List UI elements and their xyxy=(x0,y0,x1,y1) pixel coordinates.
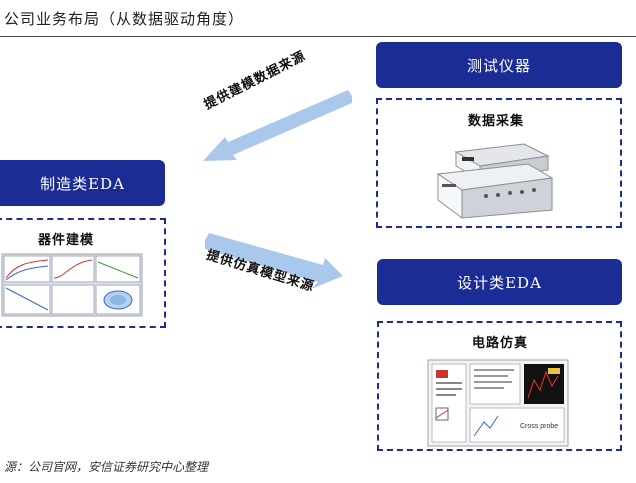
cross-probe-caption: Cross probe xyxy=(520,423,558,430)
test-instrument-header: 测试仪器 xyxy=(376,42,622,88)
source-note: 源：公司官网，安信证券研究中心整理 xyxy=(4,460,209,474)
page-title: 公司业务布局（从数据驱动角度） xyxy=(4,10,245,28)
device-modeling-label: 器件建模 xyxy=(38,233,95,248)
manufacturing-eda-label: 制造类EDA xyxy=(40,174,125,193)
instrument-image xyxy=(436,143,554,219)
circuit-simulation-box xyxy=(377,321,622,451)
data-collection-label: 数据采集 xyxy=(468,114,525,129)
data-collection-box xyxy=(376,98,622,228)
manufacturing-eda-header: 制造类EDA xyxy=(0,160,165,206)
modeling-screenshot xyxy=(1,253,143,317)
simulation-screenshot: Cross probe xyxy=(427,359,569,447)
test-instrument-label: 测试仪器 xyxy=(466,56,531,75)
device-modeling-box xyxy=(0,218,166,328)
title-divider xyxy=(0,36,636,37)
design-eda-label: 设计类EDA xyxy=(457,273,542,292)
design-eda-header: 设计类EDA xyxy=(377,259,622,305)
circuit-simulation-label: 电路仿真 xyxy=(472,336,529,351)
